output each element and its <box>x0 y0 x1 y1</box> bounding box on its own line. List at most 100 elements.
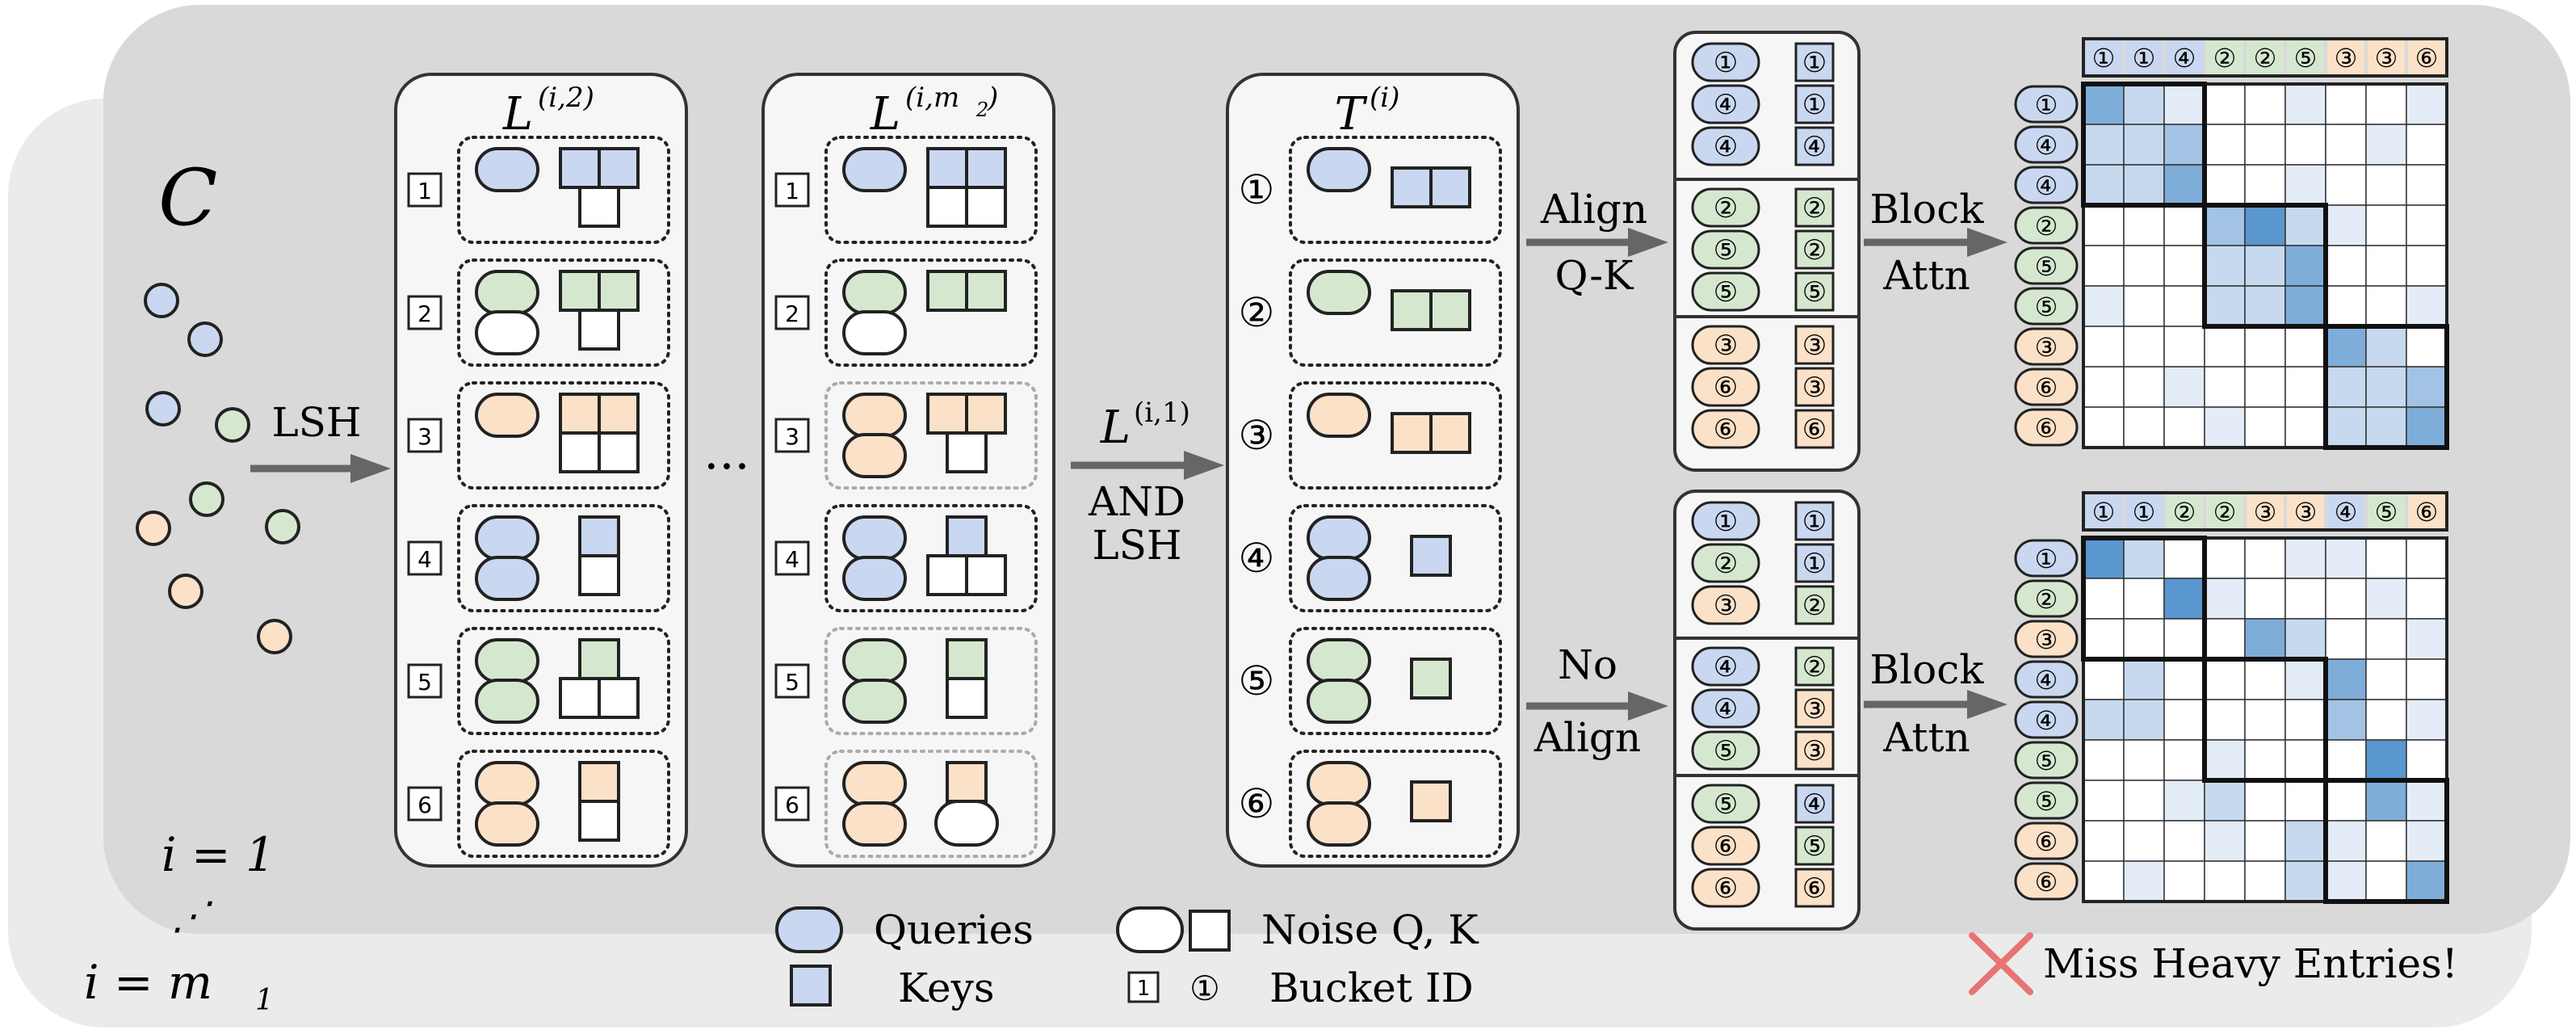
stack-key-label: ③ <box>1802 330 1827 362</box>
row-header-pill <box>2014 539 2079 578</box>
bucket-box <box>824 750 1038 858</box>
heat-cell <box>2083 780 2125 822</box>
heat-cell <box>2163 739 2205 781</box>
heat-cell <box>2406 739 2448 781</box>
heat-cell <box>2284 164 2326 206</box>
noise-key-square <box>965 186 1007 228</box>
cross-icon <box>1969 932 2033 995</box>
panel-title-sup-end: ) <box>987 82 998 114</box>
heat-cell <box>2244 618 2286 660</box>
row-header-pill <box>2014 660 2079 699</box>
noise-key-square <box>965 554 1007 596</box>
key-square <box>1429 166 1471 208</box>
stack-key <box>1794 868 1835 908</box>
query-pill <box>842 801 907 847</box>
heat-cell <box>2123 780 2165 822</box>
col-header-cell <box>2408 40 2445 74</box>
heat-cell <box>2163 618 2205 660</box>
stack-query <box>1691 126 1760 166</box>
panel-title-main: T <box>1335 88 1368 141</box>
row-header-label: ④ <box>2035 130 2058 161</box>
bucket-row: ③ <box>1239 381 1502 490</box>
key-square <box>946 638 988 680</box>
stack-key-label: ① <box>1802 89 1827 121</box>
stack-key <box>1794 826 1835 866</box>
heat-cell <box>2163 780 2205 822</box>
bucket-row: 6 <box>407 750 670 858</box>
heat-cell <box>2083 658 2125 700</box>
heat-cell <box>2123 578 2165 620</box>
stack-query-label: ⑥ <box>1714 872 1738 905</box>
point <box>215 407 250 443</box>
heat-cell <box>2284 245 2326 287</box>
col-header-cell <box>2247 40 2284 74</box>
bucket-id-text: 4 <box>785 546 799 573</box>
bucket-id-text: 5 <box>417 669 432 696</box>
query-pill <box>842 270 907 315</box>
heat-cell <box>2204 537 2246 579</box>
bucket-id-text: 1 <box>785 178 799 204</box>
heat-cell <box>2163 245 2205 287</box>
noalign-label-1: No <box>1558 641 1617 688</box>
stack-key-label: ③ <box>1802 735 1827 767</box>
heat-cell <box>2284 204 2326 246</box>
stack-query-label: ⑥ <box>1714 372 1738 404</box>
heat-cell <box>2083 618 2125 660</box>
heat-cell <box>2365 537 2407 579</box>
legend-bucket-label: Bucket ID <box>1269 965 1474 1011</box>
heat-cell <box>2083 245 2125 287</box>
stack-query-label: ① <box>1714 506 1738 538</box>
query-pill <box>842 638 907 683</box>
query-pill <box>842 433 907 478</box>
col-header-label: ⑥ <box>2415 497 2439 528</box>
stack-key-label: ② <box>1802 651 1827 683</box>
heat-cell <box>2406 820 2448 862</box>
bucket-id-text: 4 <box>417 546 432 573</box>
key-square <box>1391 166 1433 208</box>
heat-cell <box>2284 326 2326 368</box>
col-header-label: ⑥ <box>2415 43 2439 74</box>
bucket-row: 4 <box>774 504 1038 612</box>
heat-cell <box>2204 245 2246 287</box>
heat-cell <box>2204 326 2246 368</box>
stack-query <box>1691 501 1760 541</box>
key-square <box>946 515 988 557</box>
col-header-label: ② <box>2254 43 2277 74</box>
bucket-id-square <box>774 295 810 330</box>
row-header-label: ④ <box>2035 170 2058 201</box>
row-header-pill <box>2014 206 2079 245</box>
heat-cell <box>2163 366 2205 408</box>
block-attn-bottom-1: Block <box>1869 646 1984 693</box>
key-square <box>965 147 1007 189</box>
row-header-label: ⑥ <box>2035 372 2058 403</box>
heat-cell <box>2284 860 2326 902</box>
heat-cell <box>2365 285 2407 327</box>
bucket-box <box>824 136 1038 244</box>
bucket-id-square <box>774 663 810 699</box>
point-cloud <box>136 283 300 654</box>
key-square <box>578 638 620 680</box>
stack-query-label: ③ <box>1714 590 1738 622</box>
row-header-pill <box>2014 620 2079 658</box>
col-header-cell <box>2206 494 2243 528</box>
col-header-label: ① <box>2092 497 2116 528</box>
row-header-label: ⑥ <box>2035 413 2058 443</box>
heat-cell <box>2244 780 2286 822</box>
noise-query-pill <box>475 310 539 355</box>
heat-cell <box>2123 739 2165 781</box>
heat-cell <box>2365 164 2407 206</box>
bucket-id-square <box>774 540 810 576</box>
bucket-id-square <box>407 663 443 699</box>
col-header-frame <box>2082 37 2448 78</box>
heat-cell <box>2406 406 2448 448</box>
key-square <box>1410 658 1452 700</box>
stack-key <box>1794 367 1835 407</box>
legend-noise-query-swatch <box>1116 906 1184 953</box>
stack-query-label: ② <box>1714 548 1738 580</box>
heat-cell <box>2123 860 2165 902</box>
heat-cell <box>2365 124 2407 166</box>
heat-cell <box>2123 245 2165 287</box>
bucket-id-text: 1 <box>417 178 432 204</box>
bucket-box <box>1289 136 1502 244</box>
